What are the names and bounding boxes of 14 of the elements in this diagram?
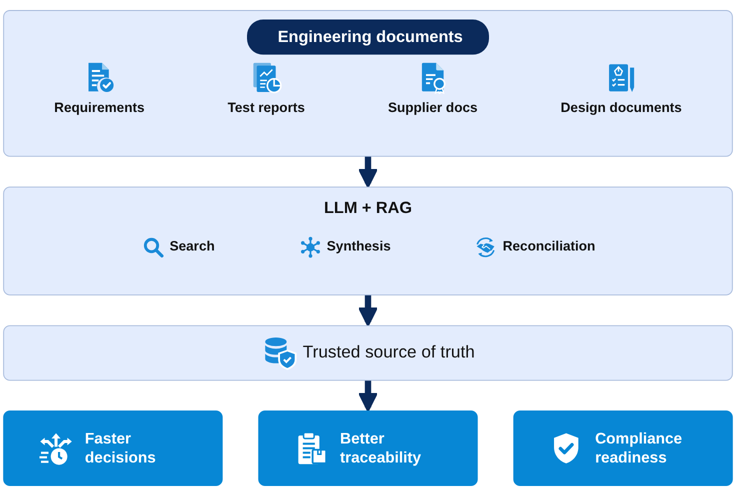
- arrow: [358, 294, 378, 327]
- arrow: [358, 156, 378, 188]
- node-box: Faster decisions: [3, 410, 223, 486]
- node-box: Better traceability: [258, 410, 478, 486]
- node-label: Reconciliation: [502, 238, 596, 254]
- node-label: Search: [170, 238, 215, 254]
- node-label: Design documents: [560, 100, 682, 116]
- node-box: Compliance readiness: [513, 410, 733, 486]
- node-label: Requirements: [54, 100, 145, 116]
- node-label: Synthesis: [326, 238, 391, 254]
- node-label: Supplier docs: [388, 100, 478, 116]
- arrow: [358, 380, 378, 412]
- node-label: Test reports: [228, 100, 305, 116]
- node-box: Trusted source of truth: [3, 325, 733, 381]
